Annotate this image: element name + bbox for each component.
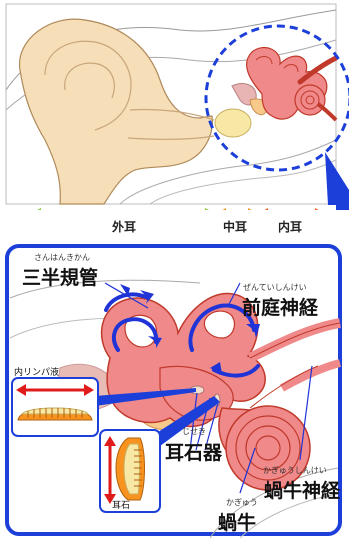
label-inner-ear: 内耳 [278,218,302,235]
otolith-inset-horizontal [12,378,98,436]
label-otolith: 耳石 [112,498,130,511]
label-otolith-organ: 耳石器 [165,438,222,465]
label-vestibular-nerve: 前庭神経 [242,293,318,320]
ruby-cochlea: かぎゅう [226,497,258,508]
ruby-cochlear-nerve: かぎゅうしんけい [263,465,327,476]
ruby-vestibular-nerve: ぜんていしんけい [243,282,307,293]
ruby-semicircular-canals: さんはんきかん [34,252,90,263]
eardrum [215,109,251,137]
label-outer-ear: 外耳 [112,218,136,235]
label-middle-ear: 中耳 [223,218,247,235]
label-semicircular-canals: 三半規管 [22,263,98,290]
ear-overview-diagram [0,0,349,210]
label-endolymph: 内リンパ液 [14,365,59,378]
ruby-otolith-organ: じせき [182,426,206,437]
label-cochlear-nerve: 蝸牛神経 [264,476,340,503]
label-cochlea: 蝸牛 [218,508,256,535]
